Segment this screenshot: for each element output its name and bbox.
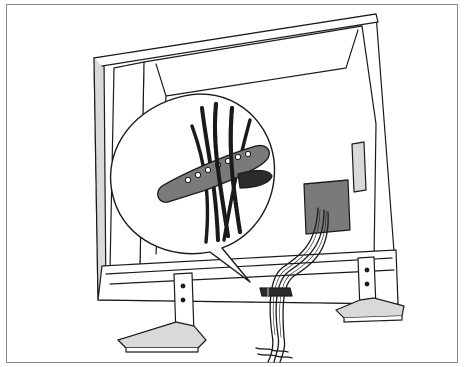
tv-cable-management-illustration bbox=[6, 4, 458, 363]
cable-tie-installed bbox=[260, 288, 292, 296]
terminal-cover bbox=[304, 180, 350, 234]
